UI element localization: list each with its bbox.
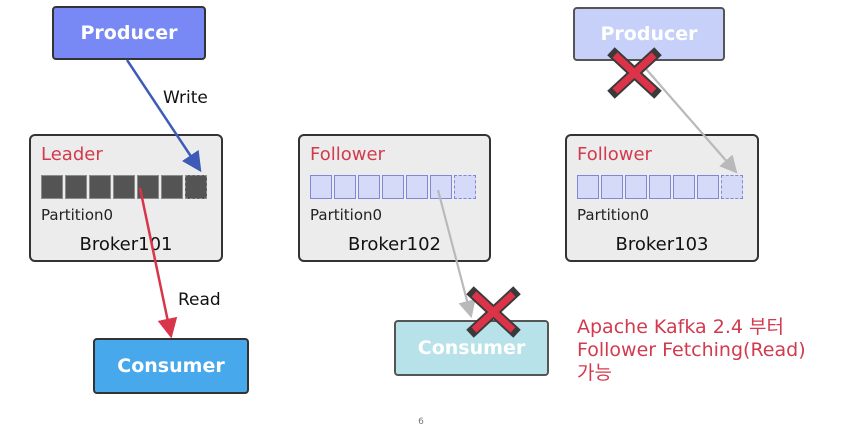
read-arrow	[138, 187, 178, 339]
note-line-3: 가능	[577, 362, 612, 384]
log-segment	[625, 175, 647, 199]
log-segment	[601, 175, 623, 199]
consumer-label-left: Consumer	[117, 355, 225, 377]
producer-label-left: Producer	[80, 22, 178, 44]
log-segment	[113, 175, 135, 199]
consumer-box-left: Consumer	[93, 338, 249, 394]
partition-label-follower-102: Partition0	[310, 206, 383, 224]
fetch-arrow-follower-102	[436, 189, 476, 319]
producer-box-left: Producer	[52, 6, 206, 60]
log-segment	[406, 175, 428, 199]
cross-icon	[466, 286, 521, 338]
log-segment	[41, 175, 63, 199]
log-segment	[137, 175, 159, 199]
consumer-label-right: Consumer	[417, 337, 526, 359]
log-segment	[577, 175, 599, 199]
broker-name-follower-103: Broker103	[615, 234, 709, 255]
partition-label-follower-103: Partition0	[577, 206, 650, 224]
broker-leader: Leader Partition0 Broker101	[29, 134, 223, 262]
broker-role-follower-102: Follower	[310, 144, 385, 165]
broker-role-leader: Leader	[41, 144, 103, 165]
broker-follower-102: Follower Partition0 Broker102	[298, 134, 491, 262]
log-segment	[649, 175, 671, 199]
note-line-1: Apache Kafka 2.4 부터	[577, 316, 784, 338]
partition-log-leader	[41, 175, 209, 199]
log-segment	[358, 175, 380, 199]
cross-icon	[607, 47, 662, 99]
partition-log-follower-103	[577, 175, 745, 199]
log-segment	[673, 175, 695, 199]
log-segment	[382, 175, 404, 199]
follower-fetching-note: Apache Kafka 2.4 부터 Follower Fetching(Re…	[577, 316, 806, 385]
write-arrow-label: Write	[163, 88, 208, 108]
log-segment-new	[454, 175, 476, 199]
note-line-2: Follower Fetching(Read)	[577, 339, 806, 361]
partition-label-leader: Partition0	[41, 206, 114, 224]
log-segment	[65, 175, 87, 199]
log-segment	[697, 175, 719, 199]
page-number: 6	[418, 417, 424, 427]
log-segment-new	[721, 175, 743, 199]
log-segment	[161, 175, 183, 199]
read-arrow-label: Read	[178, 290, 221, 310]
broker-name-follower-102: Broker102	[348, 234, 441, 255]
log-segment	[334, 175, 356, 199]
write-arrow	[125, 59, 202, 173]
log-segment-new	[185, 175, 207, 199]
producer-label-right: Producer	[600, 23, 698, 45]
broker-role-follower-103: Follower	[577, 144, 652, 165]
fetch-arrow-follower-103	[639, 61, 738, 174]
broker-name-leader: Broker101	[79, 234, 173, 255]
log-segment	[310, 175, 332, 199]
log-segment	[89, 175, 111, 199]
partition-log-follower-102	[310, 175, 478, 199]
